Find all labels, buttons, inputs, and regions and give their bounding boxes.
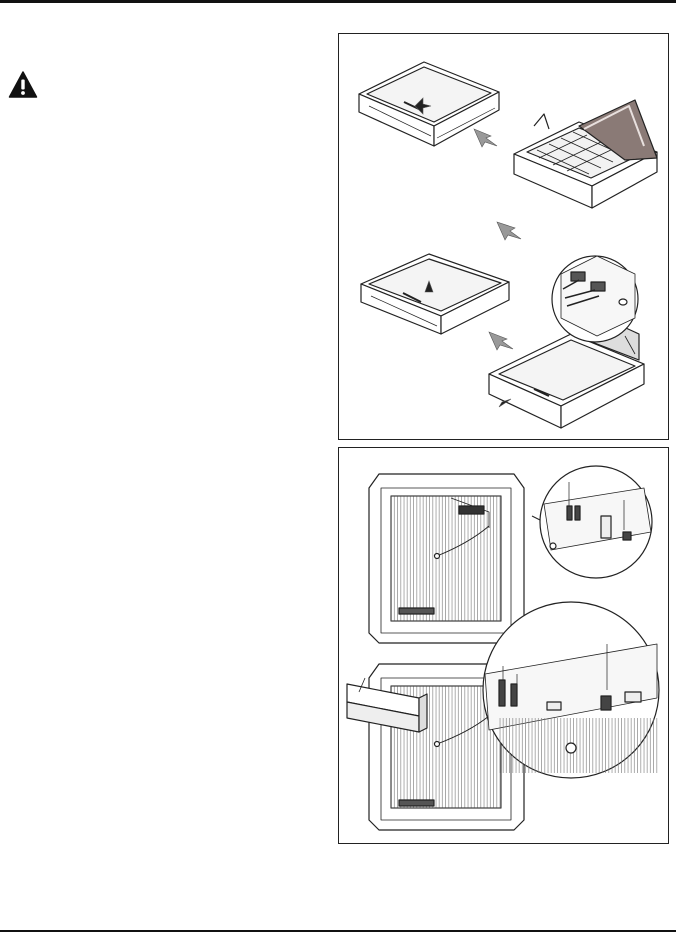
figure-cover-removal	[338, 33, 669, 440]
arrow-step-1	[473, 128, 498, 148]
cover-removal-illustration	[358, 61, 658, 429]
rear-panel-illustration	[346, 465, 660, 831]
arrow-step-3	[488, 331, 514, 351]
arrow-step-2	[496, 221, 522, 241]
removed-bracket	[346, 677, 428, 733]
figure-rear-panel	[338, 447, 669, 844]
pcb-detail-circle-upper	[531, 465, 653, 579]
arrow-out	[498, 398, 512, 408]
arrow-up-1	[414, 97, 432, 115]
unit-closed-3	[360, 253, 510, 335]
warning-triangle-icon	[8, 71, 38, 98]
bottom-rule	[0, 930, 676, 932]
unit-opened-4	[488, 317, 645, 429]
step-arrows	[414, 97, 522, 408]
arrow-up-2	[424, 280, 434, 293]
connector-detail-circle	[551, 255, 639, 355]
unit-closed-1	[358, 61, 500, 147]
top-rule	[0, 0, 676, 3]
rear-unit-upper	[368, 473, 525, 644]
unit-opened-2	[513, 99, 658, 209]
pcb-detail-circle-lower	[482, 601, 660, 779]
